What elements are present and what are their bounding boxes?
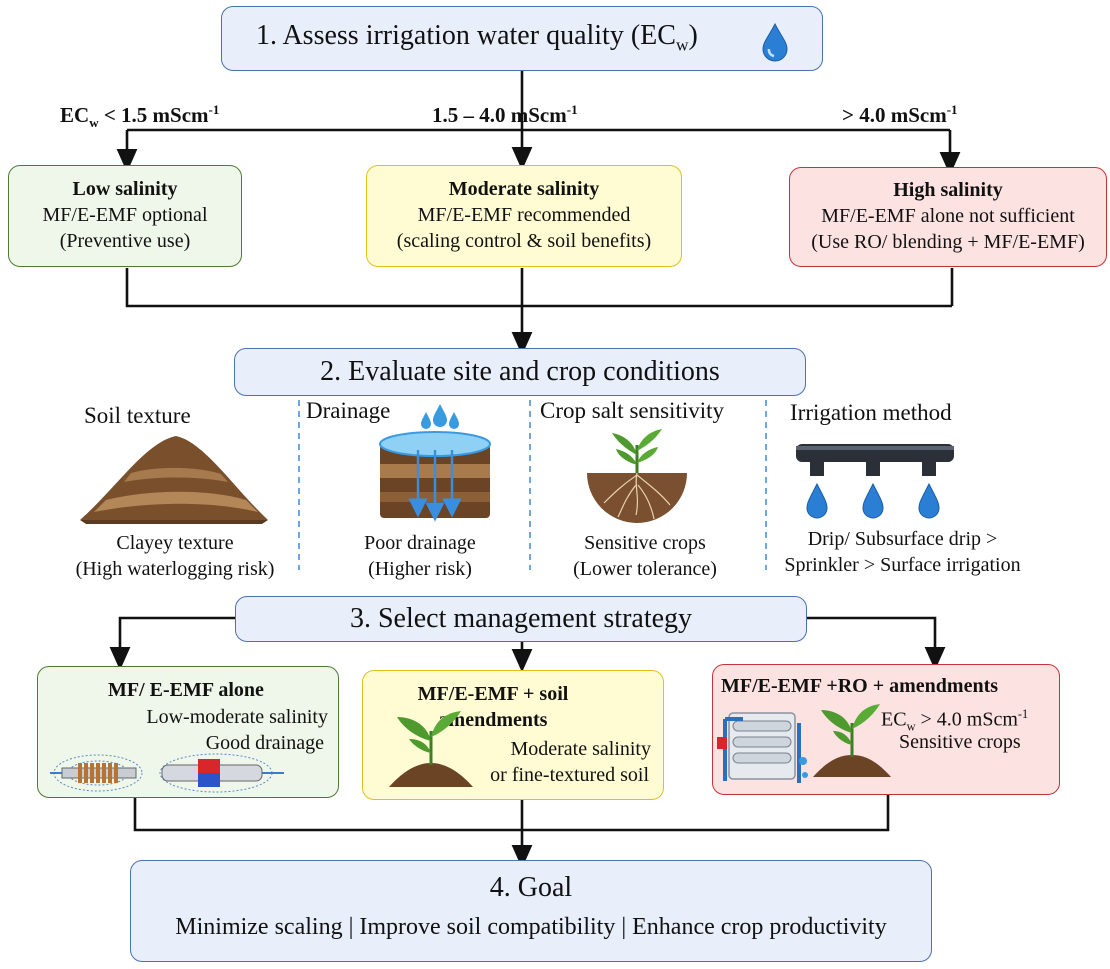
step2-title: 2. Evaluate site and crop conditions: [320, 356, 720, 387]
moderate-salinity-box: Moderate salinity MF/E-EMF recommended (…: [366, 165, 682, 267]
drainage-desc: Poor drainage (Higher risk): [364, 532, 476, 580]
strategy-soil-line1: Moderate salinity: [510, 738, 651, 760]
strategy-ro-line2: Sensitive crops: [899, 731, 1021, 753]
soil-texture-desc: Clayey texture (High waterlogging risk): [75, 532, 275, 580]
step4-title: 4. Goal: [489, 872, 573, 903]
irrigation-method-heading: Irrigation method: [790, 400, 952, 425]
step4-box: 4. Goal Minimize scaling | Improve soil …: [130, 860, 932, 962]
magnet-coil-icon: [50, 753, 284, 793]
plant-root-icon: [587, 429, 687, 523]
crop-sensitivity-heading: Crop salt sensitivity: [540, 398, 724, 423]
high-salinity-line2: (Use RO/ blending + MF/E-EMF): [811, 231, 1085, 253]
strategy-soil-box: MF/E-EMF + soil amendments Moderate sali…: [362, 670, 664, 800]
drip-pipe-icon: [796, 444, 954, 519]
step1-title: 1. Assess irrigation water quality (ECw): [256, 20, 698, 55]
strategy-ro-box: MF/E-EMF +RO + amendments ECw > 4.0 mScm…: [712, 664, 1060, 795]
moderate-salinity-title: Moderate salinity: [448, 178, 600, 200]
plant-soil-icon: [389, 711, 473, 787]
ro-unit-icon: [717, 712, 808, 783]
step1-box: [221, 6, 823, 71]
moderate-salinity-line1: MF/E-EMF recommended: [417, 204, 631, 226]
branch-label-high: > 4.0 mScm-1: [842, 102, 958, 127]
low-salinity-line1: MF/E-EMF optional: [42, 204, 208, 226]
strategy-alone-box: MF/ E-EMF alone Low-moderate salinity Go…: [37, 666, 339, 798]
branch-label-moderate: 1.5 – 4.0 mScm-1: [432, 102, 578, 127]
low-salinity-title: Low salinity: [72, 178, 178, 200]
crop-sensitivity-desc: Sensitive crops (Lower tolerance): [573, 532, 717, 580]
irrigation-method-desc: Drip/ Subsurface drip > Sprinkler > Surf…: [784, 528, 1021, 576]
soil-pile-icon: [80, 436, 268, 524]
step3-box: 3. Select management strategy: [235, 596, 807, 642]
moderate-salinity-line2: (scaling control & soil benefits): [396, 230, 652, 252]
strategy-ro-ec: ECw > 4.0 mScm-1: [881, 707, 1029, 734]
plant-soil-icon: [813, 704, 891, 777]
strategy-alone-line2: Good drainage: [205, 732, 324, 754]
strategy-ro-title: MF/E-EMF +RO + amendments: [721, 675, 999, 697]
high-salinity-title: High salinity: [893, 179, 1003, 201]
water-drop-icon: [762, 22, 788, 62]
strategy-soil-line2: or fine-textured soil: [490, 764, 649, 786]
step3-title: 3. Select management strategy: [349, 603, 693, 634]
strategy-alone-line1: Low-moderate salinity: [146, 706, 328, 728]
low-salinity-line2: (Preventive use): [59, 230, 191, 252]
drainage-heading: Drainage: [306, 398, 391, 423]
high-salinity-box: High salinity MF/E-EMF alone not suffici…: [789, 167, 1107, 267]
high-salinity-line1: MF/E-EMF alone not sufficient: [821, 205, 1075, 227]
step2-box: 2. Evaluate site and crop conditions: [234, 348, 806, 396]
strategy-soil-title: MF/E-EMF + soil amendments: [417, 683, 569, 731]
soil-texture-heading: Soil texture: [84, 403, 191, 428]
branch-label-low: ECw < 1.5 mScm-1: [60, 102, 220, 131]
drainage-soil-icon: [379, 404, 491, 522]
strategy-alone-title: MF/ E-EMF alone: [108, 679, 264, 701]
low-salinity-box: Low salinity MF/E-EMF optional (Preventi…: [8, 165, 242, 267]
step4-subtitle: Minimize scaling | Improve soil compatib…: [175, 914, 887, 940]
